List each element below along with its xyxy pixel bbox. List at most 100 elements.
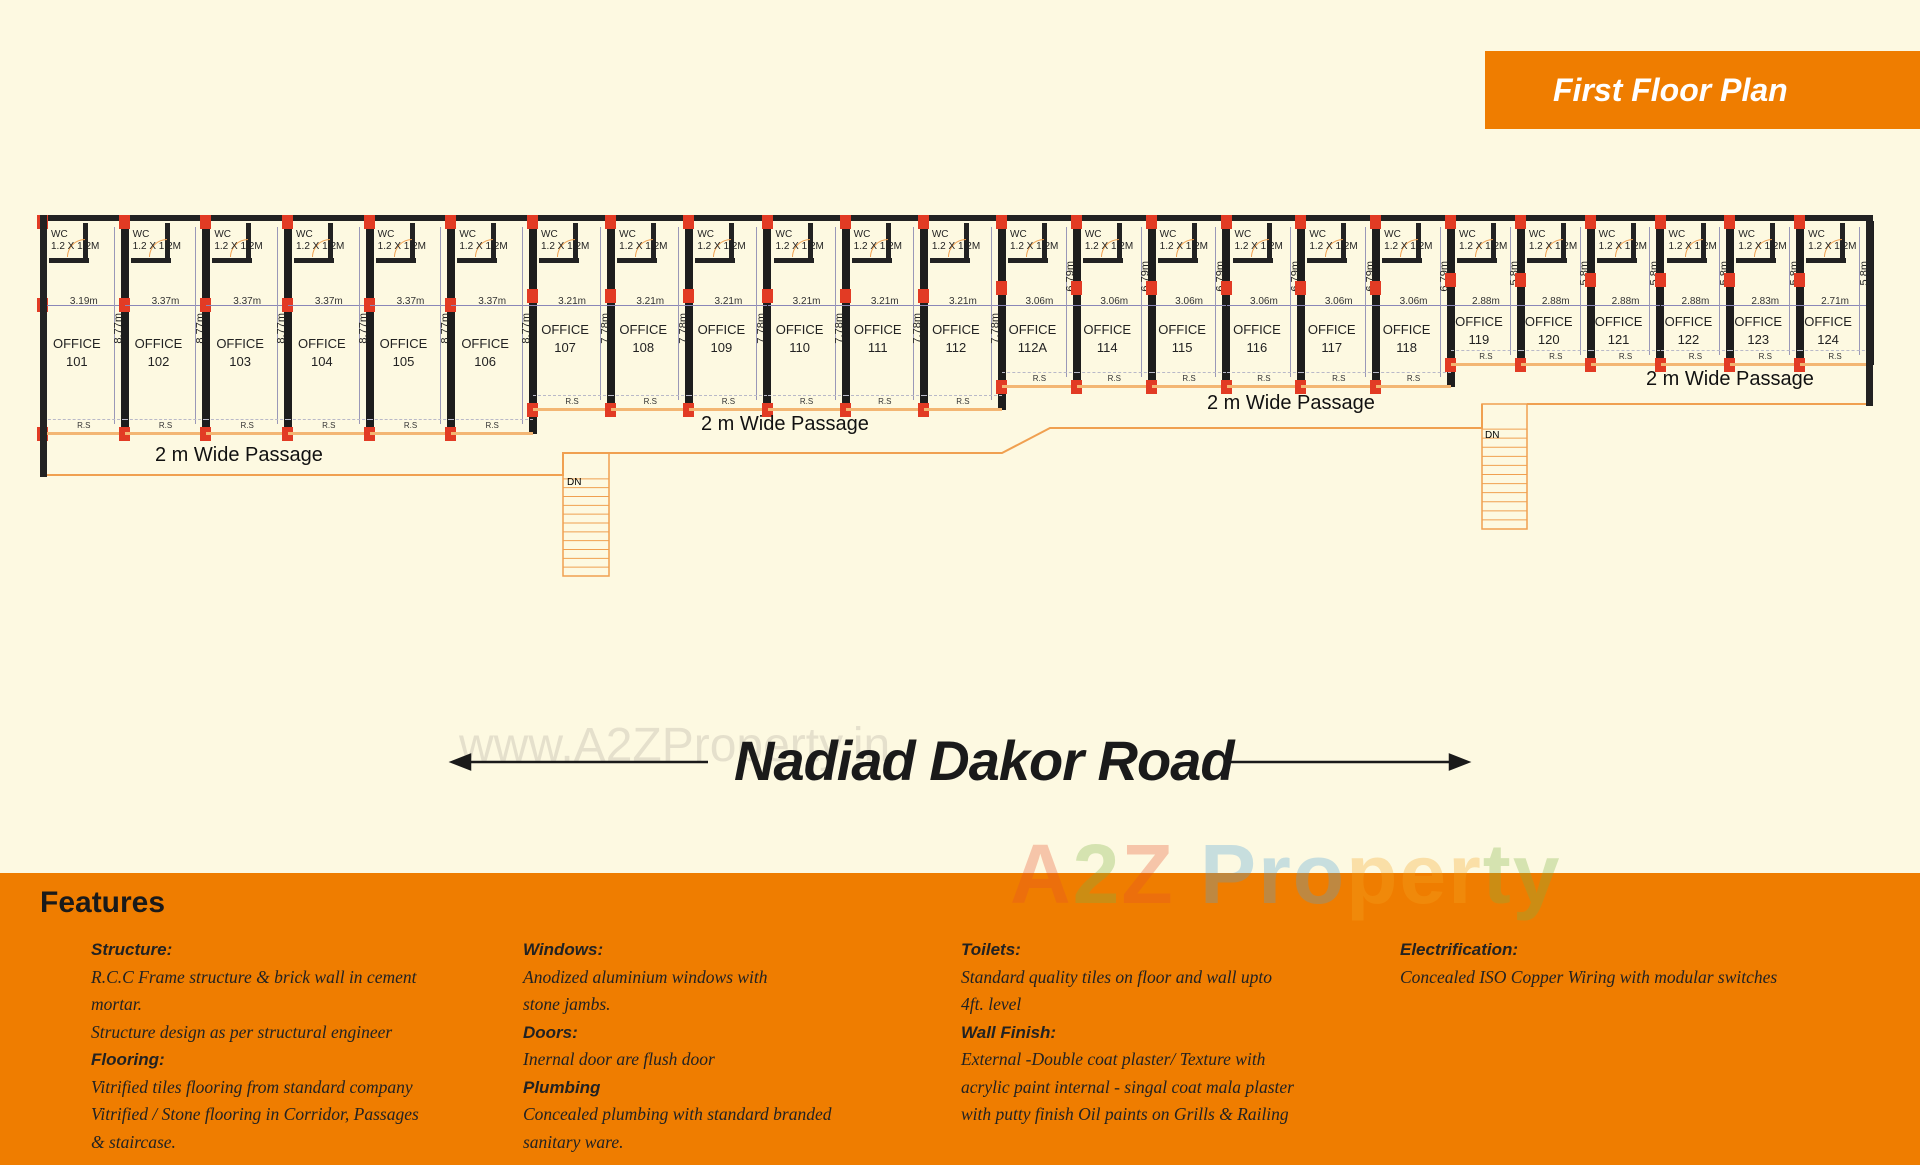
column <box>683 289 695 304</box>
width-dimension-line <box>767 305 846 306</box>
width-dimension-line <box>1002 305 1077 306</box>
wc-wall <box>1700 223 1706 258</box>
staircase-1 <box>562 452 610 577</box>
wc-text: WC <box>775 229 793 240</box>
partition-wall <box>685 221 694 410</box>
office-word: OFFICE <box>1233 322 1281 337</box>
partition-wall <box>1222 221 1231 387</box>
feature-text: Structure design as per structural engin… <box>91 1021 393 1042</box>
width-dimension: 3.37m <box>314 296 343 307</box>
depth-dimension-line <box>1509 227 1511 355</box>
column <box>605 403 617 417</box>
wc-text: WC <box>1384 229 1401 240</box>
width-dimension-line <box>1520 305 1591 306</box>
wc-text: WC <box>697 229 714 240</box>
column <box>118 427 130 441</box>
office-word: OFFICE <box>1734 314 1783 329</box>
width-dimension: 3.06m <box>1399 296 1428 307</box>
office-number: 112 <box>945 340 967 355</box>
wc-wall <box>1491 223 1496 258</box>
column <box>282 215 293 229</box>
width-dimension: 2.88m <box>1611 296 1640 307</box>
rolling-shutter-label: R.S <box>845 395 924 407</box>
feature-heading: Toilets: <box>961 940 1021 959</box>
column <box>1145 215 1157 229</box>
partition-wall <box>1796 221 1805 365</box>
wc-size: 1.2 X 1.2M <box>1808 241 1857 252</box>
wc-size: 1.2 X 1.2M <box>697 241 746 252</box>
wc-text: WC <box>459 229 476 240</box>
wc-wall <box>1307 258 1348 263</box>
width-dimension-line <box>1301 305 1377 306</box>
wc-text: WC <box>1159 229 1177 240</box>
feature-heading: Plumbing <box>523 1077 601 1097</box>
partition-wall <box>1726 221 1735 365</box>
rolling-shutter-label: R.S <box>288 419 370 431</box>
column <box>1584 272 1596 287</box>
partition-wall <box>763 221 772 410</box>
width-dimension-line <box>124 305 207 306</box>
wc-text: WC <box>214 229 231 240</box>
office-word: OFFICE <box>297 336 346 351</box>
wc-wall <box>328 223 333 258</box>
rolling-shutter-label: R.S <box>43 419 125 431</box>
left-arrow-icon <box>448 753 472 771</box>
wc-wall <box>1560 223 1566 258</box>
wc-wall <box>1082 258 1123 263</box>
width-dimension-line <box>1376 305 1451 306</box>
office-word: OFFICE <box>216 336 264 351</box>
column <box>917 289 929 304</box>
depth-dimension-line <box>1789 227 1791 355</box>
shop-front <box>1002 385 1077 388</box>
shop-front <box>43 432 125 435</box>
column <box>1445 358 1456 372</box>
wc-text: WC <box>51 229 68 240</box>
width-dimension: 3.19m <box>69 296 98 307</box>
shop-front <box>451 432 533 435</box>
shop-front <box>1520 363 1591 366</box>
office-number: 111 <box>867 340 888 355</box>
floor-plan-title: First Floor Plan <box>1485 51 1920 129</box>
partition-wall <box>1516 221 1525 365</box>
width-dimension: 3.37m <box>233 296 262 307</box>
column <box>1654 215 1666 229</box>
wc-wall <box>491 223 497 258</box>
width-dimension: 3.21m <box>792 296 821 307</box>
stair-dn-label-2: DN <box>1485 430 1500 441</box>
wc-wall <box>1736 258 1777 263</box>
wc-wall <box>294 258 334 263</box>
office-word: OFFICE <box>1664 314 1713 329</box>
column <box>839 289 851 304</box>
shop-front <box>288 432 370 435</box>
office-word: OFFICE <box>1524 314 1573 329</box>
passage-label-1: 2 m Wide Passage <box>155 444 323 466</box>
wc-text: WC <box>1309 229 1326 240</box>
partition-wall <box>919 221 928 410</box>
wc-wall <box>807 223 813 258</box>
depth-dimension-line <box>1579 227 1581 355</box>
wc-size: 1.2 X 1.2M <box>1528 241 1578 252</box>
shop-front <box>611 408 690 411</box>
feature-text: 4ft. level <box>961 994 1022 1014</box>
rolling-shutter-label: R.S <box>611 395 690 407</box>
rolling-shutter-label: R.S <box>1451 350 1521 362</box>
width-dimension: 3.21m <box>636 296 665 307</box>
